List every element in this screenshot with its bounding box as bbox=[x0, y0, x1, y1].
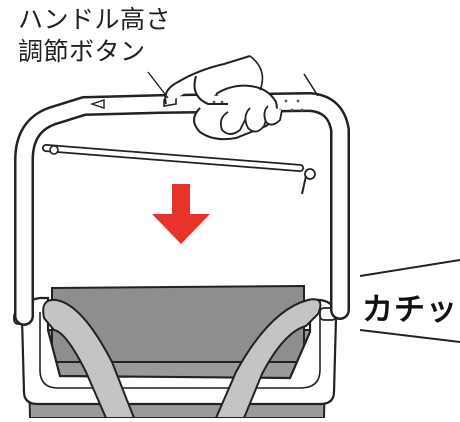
sound-line-top bbox=[359, 259, 460, 277]
strap bbox=[42, 298, 136, 419]
button-callout-label: ハンドル高さ 調節ボタン bbox=[18, 4, 171, 68]
click-sound-text: カチッ bbox=[362, 292, 458, 328]
leader-line bbox=[147, 71, 169, 99]
sound-line-bottom bbox=[359, 329, 460, 343]
callout-line-2: 調節ボタン bbox=[18, 37, 146, 66]
callout-line-1: ハンドル高さ bbox=[18, 5, 172, 34]
handle-frame-inner bbox=[16, 94, 348, 324]
down-arrow bbox=[152, 184, 210, 244]
